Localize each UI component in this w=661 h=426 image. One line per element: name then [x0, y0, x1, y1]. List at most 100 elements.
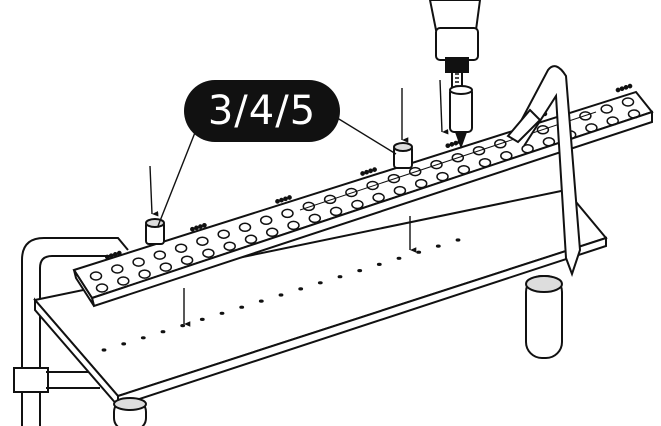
- table-hole: [160, 330, 166, 334]
- jig-hole: [89, 271, 103, 281]
- table-hole: [455, 238, 461, 242]
- jig-hole: [259, 215, 273, 226]
- jig-hole: [111, 264, 124, 274]
- jig-hole: [478, 157, 492, 168]
- jig-hole: [457, 164, 471, 175]
- jig-hole: [600, 104, 613, 114]
- table-hole: [239, 305, 245, 309]
- jig-hole: [117, 276, 130, 286]
- table-hole-row: [101, 238, 461, 352]
- drill-bit-icon: [449, 85, 473, 149]
- jig-hole: [627, 109, 641, 119]
- callout-label: 3/4/5: [207, 88, 317, 134]
- table-hole: [317, 281, 323, 285]
- jig-hole: [223, 241, 236, 251]
- jig-hole: [244, 234, 258, 245]
- jig-marker-dot: [453, 140, 459, 146]
- jig-marker-dot: [615, 87, 621, 93]
- table-hole: [219, 311, 225, 315]
- dowel-pin-icon: [145, 142, 413, 245]
- jig-marker-dot: [283, 196, 288, 202]
- jig-hole: [153, 250, 167, 260]
- jig-marker-dot: [627, 83, 633, 89]
- table-hole: [416, 250, 422, 254]
- jig-hole: [202, 248, 215, 258]
- table-hole: [337, 275, 343, 279]
- jig-hole: [500, 151, 513, 161]
- jig-hole: [281, 208, 294, 219]
- jig-hole: [393, 185, 407, 196]
- jig-hole: [372, 192, 385, 203]
- table-hole: [396, 256, 402, 260]
- jig-hole: [265, 227, 279, 238]
- jig-hole: [351, 199, 364, 210]
- jig-hole: [436, 171, 449, 182]
- jig-hole: [579, 111, 592, 121]
- table-hole: [278, 293, 284, 297]
- table-leg-left: [113, 397, 147, 426]
- table-hole: [199, 317, 205, 321]
- jig-marker-dot: [112, 252, 118, 257]
- table-hole: [180, 324, 186, 328]
- jig-hole: [414, 178, 428, 189]
- jig-hole: [308, 213, 322, 224]
- jig-marker-dot: [190, 226, 195, 232]
- table-hole: [298, 287, 304, 291]
- jig-marker-dot: [372, 167, 377, 172]
- jig-hole: [585, 123, 598, 133]
- bar-clamp-right: [506, 65, 582, 277]
- jig-marker-dot: [275, 199, 280, 204]
- jig-hole: [196, 236, 209, 246]
- jig-hole: [366, 180, 379, 191]
- drill-icon: [428, 0, 482, 91]
- jig-hole: [159, 262, 173, 272]
- jig-hole: [521, 144, 534, 154]
- jig-marker-dot: [104, 254, 110, 260]
- table-hole: [258, 299, 264, 303]
- jig-hole: [472, 145, 486, 156]
- jig-marker-dot: [287, 195, 292, 200]
- table-hole: [435, 244, 441, 248]
- work-table: [33, 188, 608, 409]
- table-hole: [101, 348, 107, 352]
- jig-marker-dot: [202, 222, 207, 228]
- jig-hole: [536, 125, 550, 135]
- jig-hole: [132, 257, 145, 267]
- jig-hole: [621, 97, 635, 107]
- table-hole: [376, 262, 382, 266]
- jig-hole: [542, 137, 556, 147]
- jig-marker-dot: [108, 253, 114, 259]
- jig-marker-dot: [194, 225, 199, 231]
- jig-hole: [451, 152, 465, 163]
- jig-hole: [180, 255, 194, 265]
- jig-marker-dot: [445, 143, 451, 149]
- table-leg-right: [525, 275, 563, 359]
- jig-marker-dot: [449, 142, 455, 147]
- jig-hole: [345, 187, 358, 198]
- jig-marker-dot: [619, 86, 625, 92]
- jig-hole: [95, 283, 109, 293]
- jig-marker-dot: [279, 197, 284, 203]
- jig-hole: [329, 206, 343, 217]
- callout-leader-lines: [157, 115, 397, 227]
- jig-hole: [430, 159, 443, 170]
- table-hole: [140, 336, 146, 340]
- jig-marker-dot: [364, 169, 369, 175]
- guide-arrow-icon: [149, 79, 449, 327]
- jig-hole: [138, 269, 151, 279]
- jig-marker-dot: [198, 224, 203, 229]
- jig-hole: [606, 116, 619, 126]
- table-hole: [121, 342, 127, 346]
- callout-badge: [184, 80, 340, 142]
- jig-hole: [494, 139, 507, 149]
- jig-hole: [323, 194, 337, 205]
- jig-marker-dot: [623, 85, 629, 90]
- jig-marker-dot: [360, 171, 365, 176]
- drilling-jig-template: [72, 90, 654, 308]
- bar-clamp-left: [13, 237, 129, 426]
- jig-hole: [217, 229, 230, 239]
- jig-hole: [238, 222, 252, 233]
- jig-hole: [287, 220, 300, 231]
- jig-hole: [302, 201, 316, 212]
